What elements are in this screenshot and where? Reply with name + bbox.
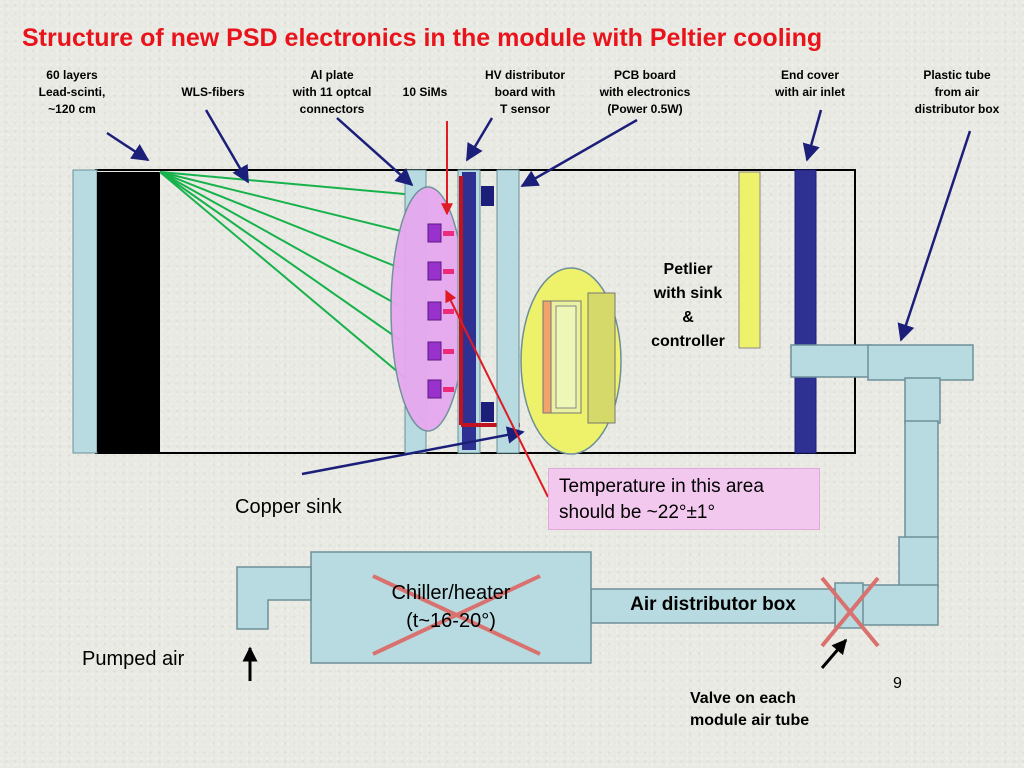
label-end-cover: End cover with air inlet xyxy=(774,68,845,99)
t-sensor-top xyxy=(481,186,494,206)
label-chiller-line1: Chiller/heater xyxy=(391,582,511,604)
callout-arrows xyxy=(106,109,972,476)
label-peltier: Petlier with sink & controller xyxy=(651,261,725,350)
pumped-air-inlet-pipe xyxy=(236,566,312,630)
label-10-sims: 10 SiMs xyxy=(402,85,448,99)
label-pcb-board: PCB board with electronics (Power 0.5W) xyxy=(599,68,691,116)
label-60-layers: 60 layers Lead-scinti, ~120 cm xyxy=(38,68,106,116)
plastic-tube xyxy=(790,344,974,629)
red-arrows xyxy=(441,121,549,498)
end-cover xyxy=(794,169,817,454)
label-hv-distributor: HV distributor board with T sensor xyxy=(485,68,565,116)
air-distributor-box xyxy=(590,588,836,624)
label-plastic-tube: Plastic tube from air distributor box xyxy=(914,68,1000,116)
label-al-plate: Al plate with 11 optcal connectors xyxy=(292,68,372,116)
lead-scintillator-stack xyxy=(97,172,160,452)
hv-board-core xyxy=(462,172,476,450)
chiller-cross xyxy=(372,574,541,656)
page-number: 9 xyxy=(893,675,902,692)
wls-fibers xyxy=(159,171,416,379)
temperature-note: Temperature in this area should be ~22°±… xyxy=(548,468,820,530)
chiller-heater-box xyxy=(310,551,592,664)
front-plate xyxy=(72,169,98,454)
label-valve: Valve on each module air tube xyxy=(690,690,810,729)
pcb-board xyxy=(496,169,520,454)
peltier-sink-b xyxy=(555,305,577,409)
yellow-bar xyxy=(738,171,761,349)
black-arrows xyxy=(242,638,848,681)
label-air-distributor-box: Air distributor box xyxy=(630,594,796,615)
peltier-sink-c xyxy=(587,292,616,424)
label-chiller-line2: (t~16-20°) xyxy=(406,610,496,632)
label-wls-fibers: WLS-fibers xyxy=(181,85,245,99)
t-sensor-bottom xyxy=(481,402,494,422)
slide-title: Structure of new PSD electronics in the … xyxy=(22,24,823,52)
label-pumped-air: Pumped air xyxy=(82,648,185,670)
sipm-array xyxy=(427,223,454,399)
peltier-element xyxy=(542,300,552,414)
valve-cross xyxy=(820,576,880,648)
label-copper-sink: Copper sink xyxy=(235,496,342,518)
